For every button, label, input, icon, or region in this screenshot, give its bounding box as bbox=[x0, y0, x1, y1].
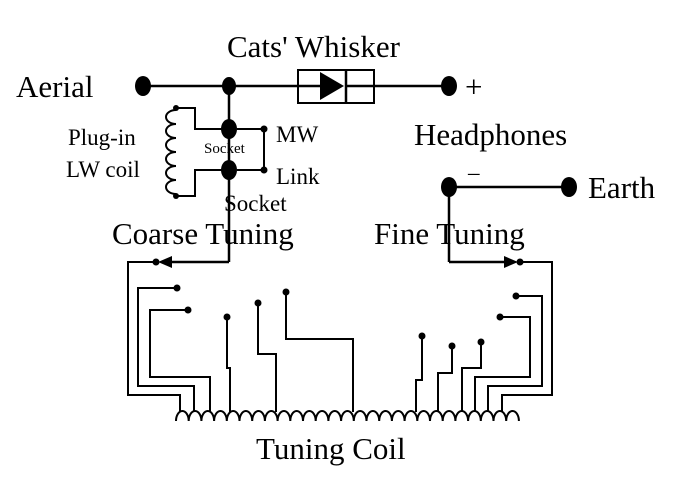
coarse-contact-1 bbox=[127, 261, 181, 412]
coarse-contact-5 bbox=[257, 303, 277, 412]
aerial-label: Aerial bbox=[16, 69, 93, 104]
plus-label: + bbox=[465, 69, 482, 104]
coarse-tuning-label: Coarse Tuning bbox=[112, 216, 294, 251]
lw-coil-bottom-lead bbox=[176, 169, 229, 197]
headphones-label: Headphones bbox=[414, 117, 567, 152]
headphone-plus-terminal bbox=[441, 76, 457, 96]
coarse-dot-6 bbox=[282, 288, 290, 296]
fine-dot-5 bbox=[448, 342, 456, 350]
mw-link-wire bbox=[237, 128, 265, 171]
mw-link-dot-bottom bbox=[260, 166, 268, 174]
lw-coil-top-lead bbox=[176, 107, 229, 130]
fine-tuning-label: Fine Tuning bbox=[374, 216, 525, 251]
coarse-contact-6 bbox=[285, 292, 354, 412]
diode-triangle bbox=[320, 72, 344, 100]
mw-link-dot-top bbox=[260, 125, 268, 133]
coarse-contact-4 bbox=[226, 317, 231, 412]
earth-terminal bbox=[561, 177, 577, 197]
coarse-dot-1 bbox=[152, 258, 160, 266]
fine-arrow bbox=[504, 256, 518, 268]
earth-label: Earth bbox=[588, 170, 656, 205]
fine-contact-1 bbox=[501, 261, 553, 412]
link-label: Link bbox=[276, 164, 320, 189]
fine-contact-5 bbox=[437, 346, 453, 412]
fine-dot-2 bbox=[512, 292, 520, 300]
minus-label: – bbox=[467, 160, 480, 185]
cats-whisker-label: Cats' Whisker bbox=[227, 29, 401, 64]
fine-dot-4 bbox=[477, 338, 485, 346]
coarse-dot-5 bbox=[254, 299, 262, 307]
plug-in-label: Plug-in bbox=[68, 125, 136, 150]
fine-contact-3 bbox=[474, 316, 531, 412]
lw-coil-winding bbox=[165, 109, 177, 195]
socket-top-label: Socket bbox=[204, 141, 246, 157]
coarse-dot-4 bbox=[223, 313, 231, 321]
socket-bottom-label: Socket bbox=[224, 191, 287, 216]
tuning-coil-loops bbox=[175, 410, 520, 422]
fine-contact-4 bbox=[461, 342, 482, 412]
fine-contact-2 bbox=[487, 295, 543, 412]
lw-coil-label: LW coil bbox=[66, 157, 140, 182]
mw-label: MW bbox=[276, 122, 318, 147]
fine-dot-1 bbox=[516, 258, 524, 266]
coarse-contact-3 bbox=[149, 309, 211, 412]
fine-dot-3 bbox=[496, 313, 504, 321]
coarse-dot-2 bbox=[173, 284, 181, 292]
fine-dot-6 bbox=[418, 332, 426, 340]
tuning-coil-winding bbox=[175, 410, 520, 422]
coarse-dot-3 bbox=[184, 306, 192, 314]
coarse-contact-2 bbox=[137, 287, 195, 412]
tuning-coil-label: Tuning Coil bbox=[256, 431, 406, 466]
fine-contact-6 bbox=[415, 336, 423, 412]
aerial-terminal bbox=[135, 76, 151, 96]
coarse-arrow bbox=[158, 256, 172, 268]
